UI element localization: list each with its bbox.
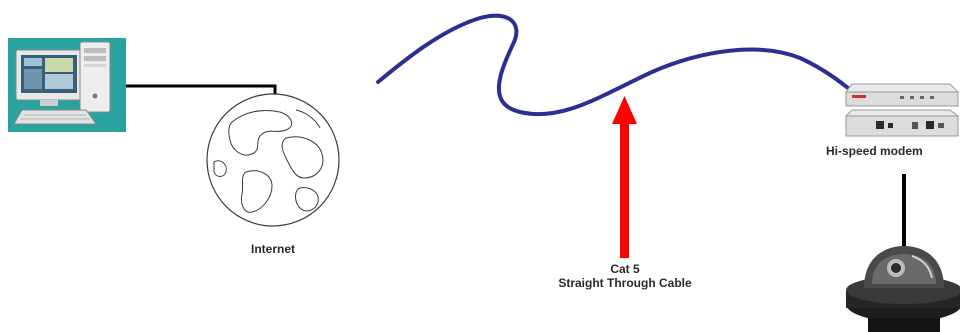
internet-label: Internet [251, 242, 295, 256]
cat5-cable [378, 16, 848, 115]
modem-label: Hi-speed modem [826, 144, 923, 158]
desktop-computer-icon [8, 38, 126, 132]
cable-label-line2: Straight Through Cable [508, 276, 742, 290]
red-arrow-icon [612, 96, 637, 258]
modem-icon [846, 84, 958, 136]
cable-label-line1: Cat 5 [508, 262, 742, 276]
globe-icon [207, 94, 339, 226]
cable-label: Cat 5 Straight Through Cable [508, 262, 742, 290]
dome-camera-icon [846, 246, 960, 332]
